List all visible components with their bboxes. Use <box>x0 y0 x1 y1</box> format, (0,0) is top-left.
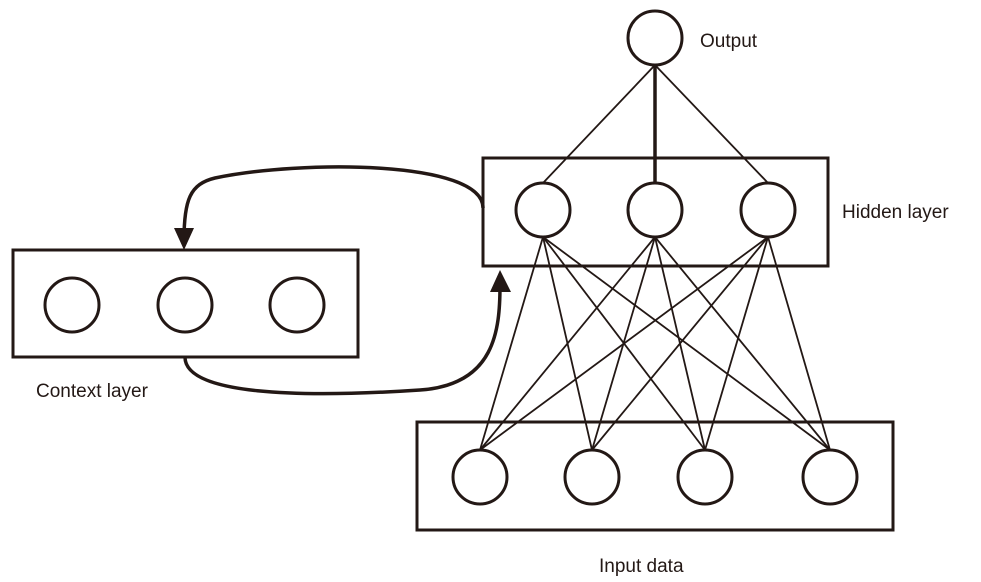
input-node-3 <box>801 448 859 506</box>
edge-hidden-2-output <box>654 64 769 184</box>
hidden-node-2 <box>739 181 797 239</box>
context-node-2 <box>268 276 326 334</box>
input-data-label: Input data <box>599 556 684 577</box>
recurrent-arrows <box>174 165 511 396</box>
arrowhead-hidden <box>490 270 511 292</box>
hidden-layer-box <box>481 156 830 268</box>
context-to-hidden-arrow <box>183 280 505 396</box>
edge-hidden-0-output <box>542 64 656 184</box>
edge-input-3-hidden-0 <box>542 236 831 451</box>
hidden-to-context-arrow <box>179 165 485 245</box>
edge-input-3-hidden-2 <box>767 236 831 451</box>
context-node-1 <box>156 276 214 334</box>
input-node-1 <box>563 448 621 506</box>
edge-input-2-hidden-0 <box>542 236 706 451</box>
input-node-0 <box>451 448 509 506</box>
output-label: Output <box>700 31 758 52</box>
hidden-node-0 <box>514 181 572 239</box>
output-node-0 <box>626 9 684 67</box>
context-node-0 <box>43 276 101 334</box>
connections <box>479 64 831 451</box>
edge-input-2-hidden-1 <box>654 236 706 451</box>
arrowhead-context <box>174 228 194 250</box>
edge-input-2-hidden-2 <box>704 236 769 451</box>
edge-input-1-hidden-0 <box>542 236 593 451</box>
hidden-node-1 <box>626 181 684 239</box>
hidden-layer-label: Hidden layer <box>842 202 949 223</box>
context-layer-label: Context layer <box>36 381 148 402</box>
input-layer-box <box>415 420 895 532</box>
edge-input-3-hidden-1 <box>654 236 831 451</box>
edge-input-0-hidden-0 <box>479 236 544 451</box>
nodes <box>43 9 859 506</box>
input-node-2 <box>676 448 734 506</box>
